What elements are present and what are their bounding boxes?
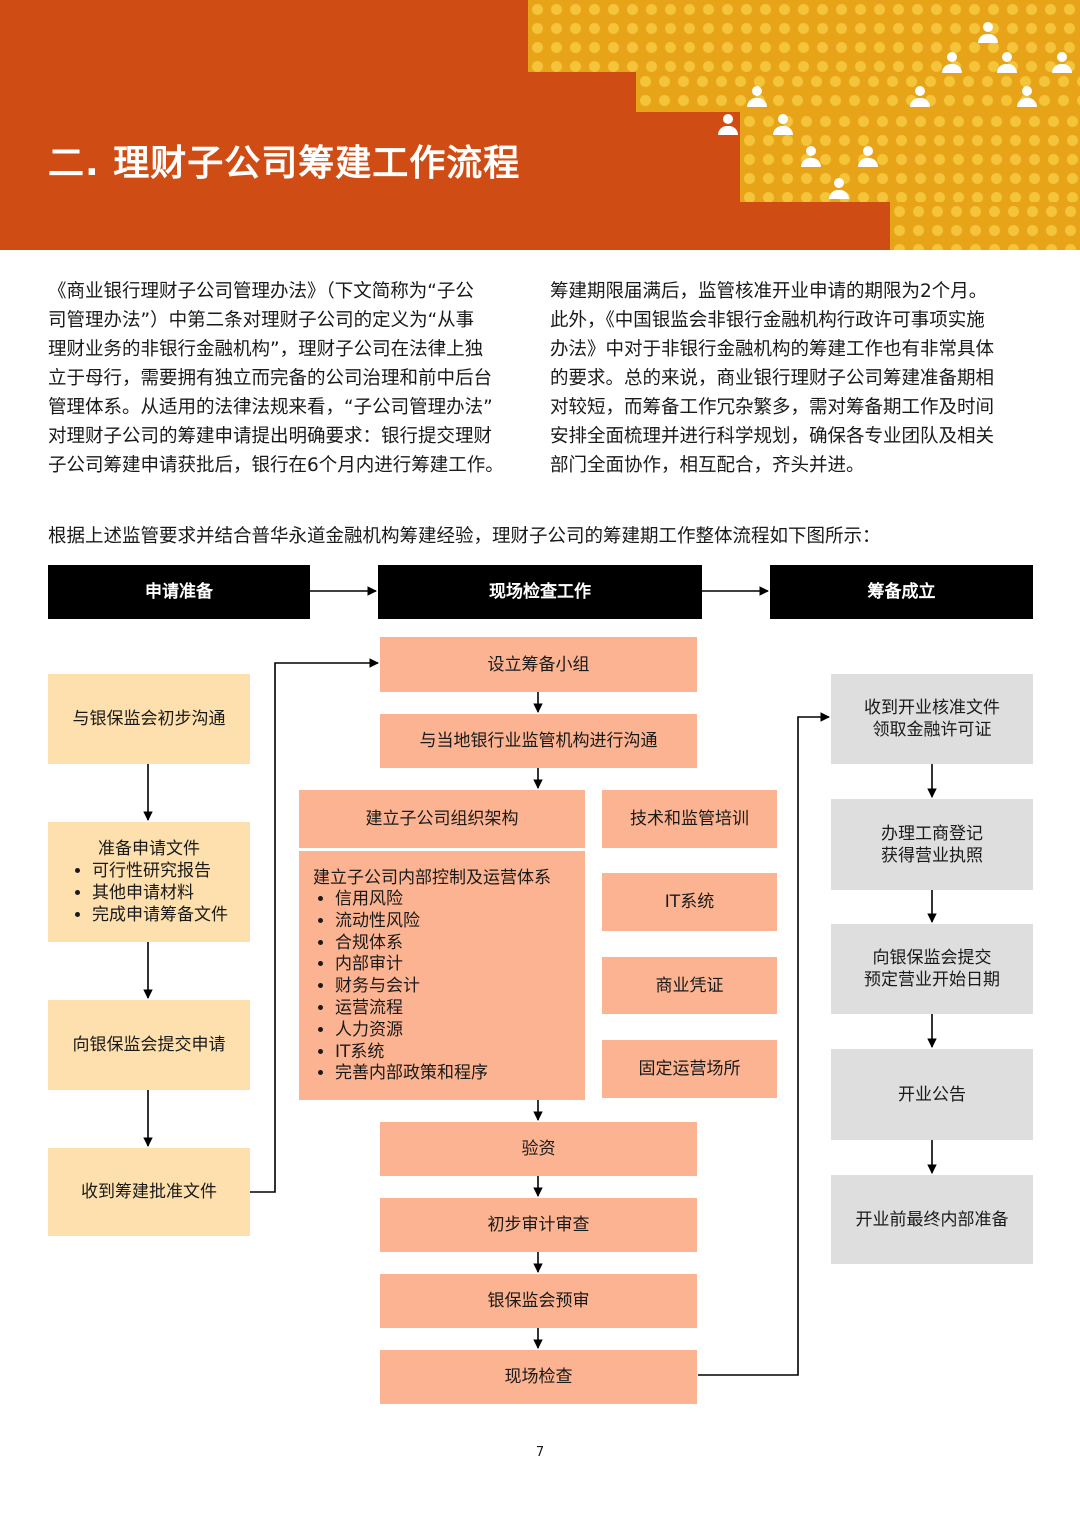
person-icon — [828, 178, 850, 204]
list-item: 其他申请材料 — [92, 882, 228, 904]
step-submit-opening-date: 向银保监会提交 预定营业开始日期 — [831, 924, 1033, 1014]
step-regulator-prereview: 银保监会预审 — [380, 1274, 697, 1328]
person-icon — [977, 22, 999, 48]
step-setup-team: 设立筹备小组 — [380, 637, 697, 692]
step-it-system: IT系统 — [602, 873, 777, 931]
step-prepare-documents-list: 可行性研究报告 其他申请材料 完成申请筹备文件 — [70, 860, 228, 926]
step-capital-verification: 验资 — [380, 1122, 697, 1176]
step-business-voucher: 商业凭证 — [602, 957, 777, 1014]
internal-control-list: 信用风险 流动性风险 合规体系 内部审计 财务与会计 运营流程 人力资源 IT系… — [313, 889, 488, 1085]
person-icon — [1051, 52, 1073, 78]
step-communicate-regulator: 与当地银行业监管机构进行沟通 — [380, 714, 697, 768]
step-internal-control-title: 建立子公司内部控制及运营体系 — [313, 868, 551, 888]
dot-pattern-bottom — [890, 202, 1080, 250]
person-icon — [772, 114, 794, 140]
list-item: 内部审计 — [335, 954, 488, 976]
step-receive-approval: 收到筹建批准文件 — [48, 1148, 250, 1236]
phase-header-establishment: 筹备成立 — [770, 565, 1033, 619]
flow-intro-text: 根据上述监管要求并结合普华永道金融机构筹建经验，理财子公司的筹建期工作整体流程如… — [48, 526, 881, 547]
person-icon — [800, 146, 822, 172]
step-preliminary-audit: 初步审计审查 — [380, 1198, 697, 1252]
phase-header-inspection: 现场检查工作 — [378, 565, 702, 619]
list-item: 财务与会计 — [335, 976, 488, 998]
person-icon — [857, 146, 879, 172]
person-icon — [996, 52, 1018, 78]
paragraph-right: 筹建期限届满后，监管核准开业申请的期限为2个月。 此外，《中国银监会非银行金融机… — [550, 281, 995, 476]
header-banner: 二. 理财子公司筹建工作流程 — [0, 0, 1080, 250]
step-business-registration: 办理工商登记 获得营业执照 — [831, 799, 1033, 890]
dot-pattern-lower — [740, 112, 1080, 202]
step-initial-communication: 与银保监会初步沟通 — [48, 674, 250, 764]
person-icon — [1016, 86, 1038, 112]
list-item: 合规体系 — [335, 933, 488, 955]
person-icon — [909, 86, 931, 112]
step-org-structure: 建立子公司组织架构 — [299, 790, 585, 848]
step-submit-application: 向银保监会提交申请 — [48, 1000, 250, 1090]
phase-header-application: 申请准备 — [48, 565, 310, 619]
dot-pattern-mid — [636, 72, 1080, 112]
step-opening-announcement: 开业公告 — [831, 1049, 1033, 1140]
page-number: 7 — [535, 1445, 545, 1460]
list-item: 可行性研究报告 — [92, 860, 228, 882]
list-item: IT系统 — [335, 1042, 488, 1064]
step-premises: 固定运营场所 — [602, 1040, 777, 1098]
paragraph-left: 《商业银行理财子公司管理办法》（下文简称为“子公 司管理办法”）中第二条对理财子… — [48, 281, 504, 476]
list-item: 完善内部政策和程序 — [335, 1063, 488, 1085]
list-item: 运营流程 — [335, 998, 488, 1020]
list-item: 流动性风险 — [335, 911, 488, 933]
person-icon — [717, 114, 739, 140]
list-item: 信用风险 — [335, 889, 488, 911]
step-training: 技术和监管培训 — [602, 790, 777, 848]
step-prepare-documents: 准备申请文件 可行性研究报告 其他申请材料 完成申请筹备文件 — [48, 822, 250, 942]
person-icon — [746, 86, 768, 112]
step-receive-license: 收到开业核准文件 领取金融许可证 — [831, 674, 1033, 764]
step-onsite-inspection: 现场检查 — [380, 1350, 697, 1404]
step-internal-control: 建立子公司内部控制及运营体系 信用风险 流动性风险 合规体系 内部审计 财务与会… — [299, 851, 585, 1100]
list-item: 人力资源 — [335, 1020, 488, 1042]
step-final-preparation: 开业前最终内部准备 — [831, 1175, 1033, 1264]
page-title: 二. 理财子公司筹建工作流程 — [48, 143, 521, 184]
person-icon — [941, 52, 963, 78]
list-item: 完成申请筹备文件 — [92, 904, 228, 926]
step-prepare-documents-title: 准备申请文件 — [98, 839, 200, 859]
